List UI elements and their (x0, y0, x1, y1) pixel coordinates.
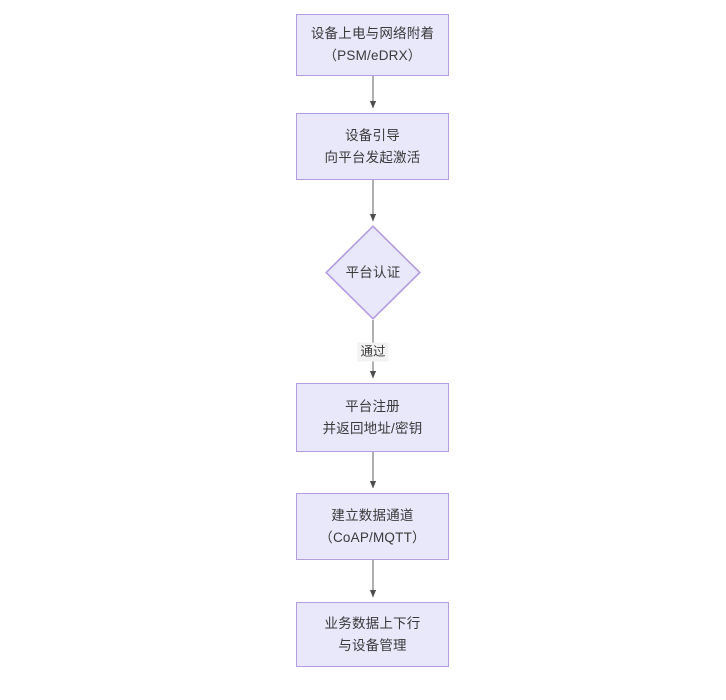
diamond-shape (325, 225, 421, 320)
node-label: 平台认证 (345, 264, 401, 280)
node-label: 平台注册 并返回地址/密钥 (322, 398, 423, 436)
node-device-bootstrap[interactable]: 设备引导 向平台发起激活 (296, 113, 449, 180)
edge-label-pass: 通过 (357, 342, 389, 362)
node-platform-registration[interactable]: 平台注册 并返回地址/密钥 (296, 383, 449, 452)
node-service-data-and-device-management[interactable]: 业务数据上下行 与设备管理 (296, 602, 449, 667)
node-platform-authentication[interactable]: 平台认证 (325, 225, 421, 320)
node-establish-data-channel[interactable]: 建立数据通道 （CoAP/MQTT） (296, 493, 449, 560)
node-label: 设备引导 向平台发起激活 (324, 127, 421, 165)
node-device-power-on[interactable]: 设备上电与网络附着 （PSM/eDRX） (296, 14, 449, 76)
node-label: 建立数据通道 （CoAP/MQTT） (319, 507, 426, 545)
node-label: 业务数据上下行 与设备管理 (324, 615, 421, 653)
node-label: 设备上电与网络附着 （PSM/eDRX） (310, 26, 435, 63)
